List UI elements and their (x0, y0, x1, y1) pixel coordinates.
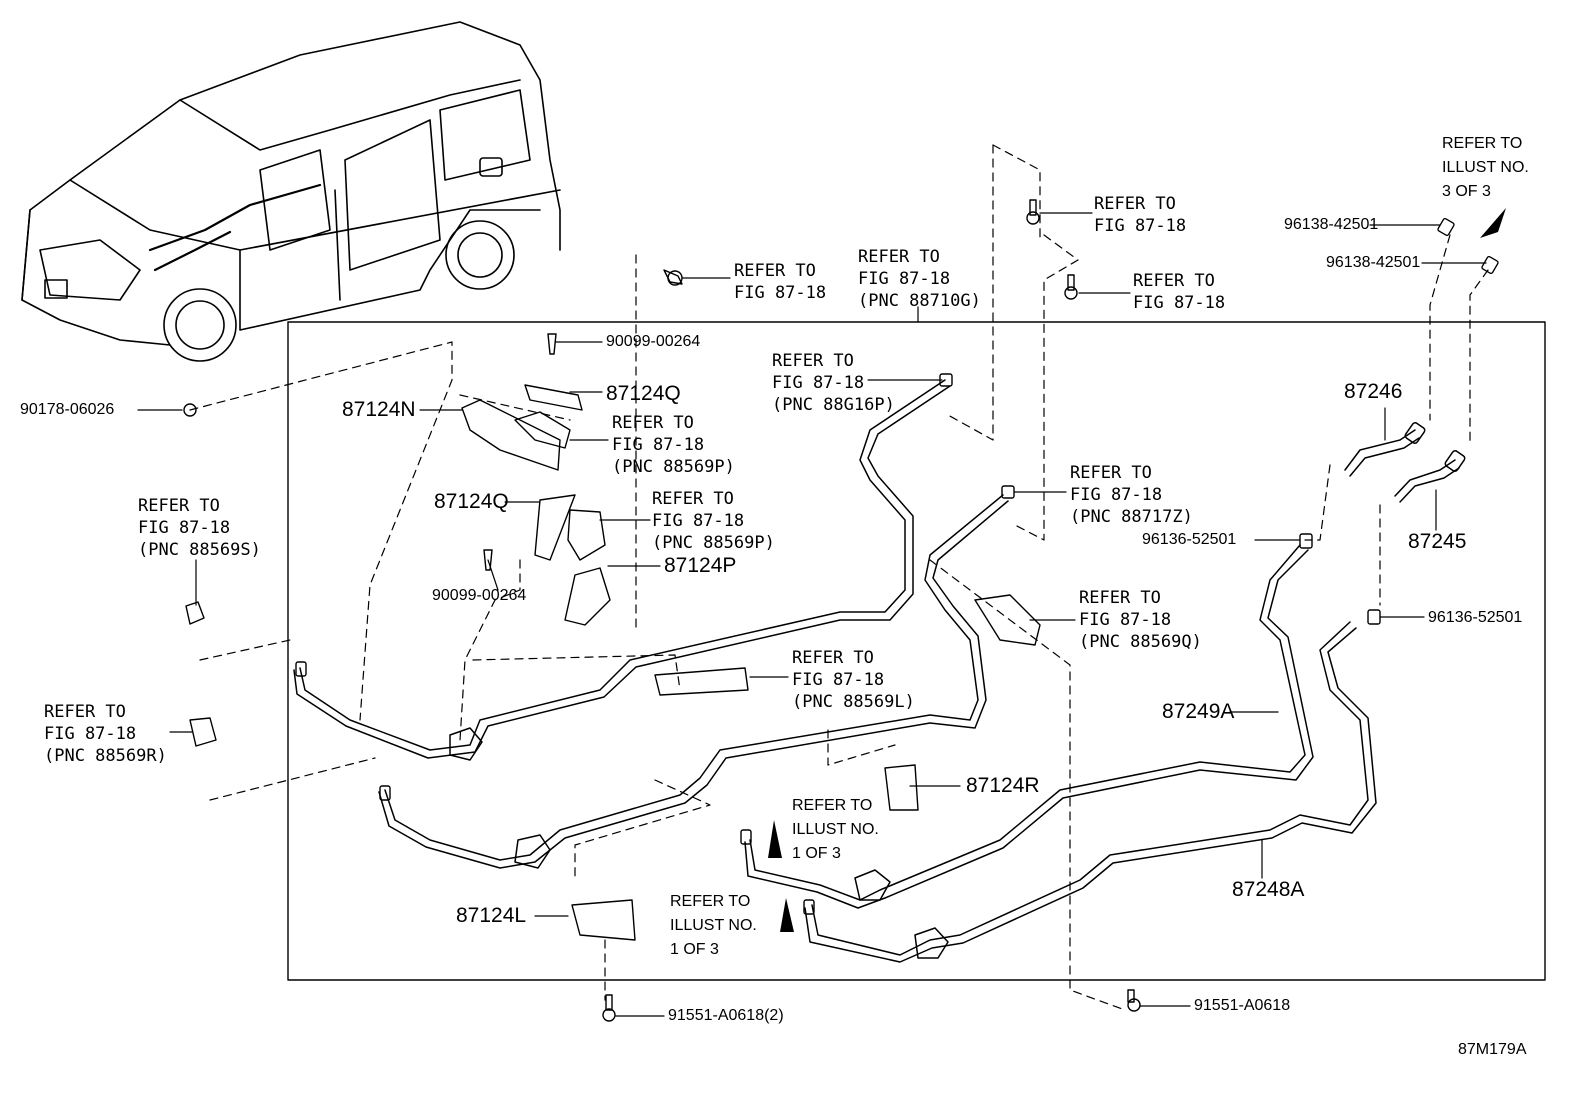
refer-fig-callout: REFER TO FIG 87-18 (1094, 194, 1187, 236)
refer-pnc-88710g-callout: REFER TO FIG 87-18 (PNC 88710G) (858, 247, 981, 311)
bracket-87124N (461, 399, 561, 471)
part-90178-06026: 90178-06026 (20, 401, 115, 418)
part-87124q-2: 87124Q (434, 490, 509, 513)
refer-pnc-88569p-callout-2: REFER TO FIG 87-18 (PNC 88569P) (652, 489, 775, 553)
refer-fig-callout: REFER TO FIG 87-18 (734, 261, 827, 303)
part-91551-a0618: 91551-A0618 (1194, 997, 1291, 1014)
refer-pnc-88569q-callout: REFER TO FIG 87-18 (PNC 88569Q) (1079, 588, 1202, 652)
part-87124p: 87124P (664, 554, 737, 577)
part-87249a: 87249A (1162, 700, 1235, 723)
part-87124l: 87124L (456, 904, 527, 927)
part-87245: 87245 (1408, 530, 1467, 553)
part-96138-42501-2: 96138-42501 (1326, 254, 1421, 271)
part-87124q: 87124Q (606, 382, 681, 405)
part-96136-52501: 96136-52501 (1142, 531, 1237, 548)
arrow-to-illust-3 (1480, 208, 1506, 238)
part-90099-00264: 90099-00264 (606, 333, 701, 350)
refer-illust-1-callout: REFER TO ILLUST NO. 1 OF 3 (792, 797, 879, 862)
part-90099-00264-2: 90099-00264 (432, 587, 527, 604)
part-96138-42501: 96138-42501 (1284, 216, 1379, 233)
part-87246: 87246 (1344, 380, 1403, 403)
part-87124n: 87124N (342, 398, 416, 421)
refer-pnc-88569l-callout: REFER TO FIG 87-18 (PNC 88569L) (792, 648, 915, 712)
arrow-to-illust-1 (768, 820, 782, 858)
arrow-to-illust-1-lower (780, 898, 794, 932)
part-87124r: 87124R (966, 774, 1040, 797)
refer-pnc-88717z-callout: REFER TO FIG 87-18 (PNC 88717Z) (1070, 463, 1193, 527)
refer-pnc-88g16p-callout: REFER TO FIG 87-18 (PNC 88G16P) (772, 351, 895, 415)
part-91551-a0618-2: 91551-A0618(2) (668, 1007, 784, 1024)
refer-illust-1-callout-2: REFER TO ILLUST NO. 1 OF 3 (670, 893, 757, 958)
part-96136-52501-2: 96136-52501 (1428, 609, 1523, 626)
refer-pnc-88569s-callout: REFER TO FIG 87-18 (PNC 88569S) (138, 496, 261, 560)
part-87248a: 87248A (1232, 878, 1305, 901)
refer-pnc-88569p-callout: REFER TO FIG 87-18 (PNC 88569P) (612, 413, 735, 477)
assembly-frame (287, 321, 1546, 981)
refer-illust-3-callout: REFER TO ILLUST NO. 3 OF 3 (1442, 135, 1529, 200)
refer-fig-callout: REFER TO FIG 87-18 (1133, 271, 1226, 313)
diagram-code: 87M179A (1458, 1041, 1527, 1058)
vehicle-illustration (21, 21, 561, 362)
refer-pnc-88569r-callout: REFER TO FIG 87-18 (PNC 88569R) (44, 702, 167, 766)
